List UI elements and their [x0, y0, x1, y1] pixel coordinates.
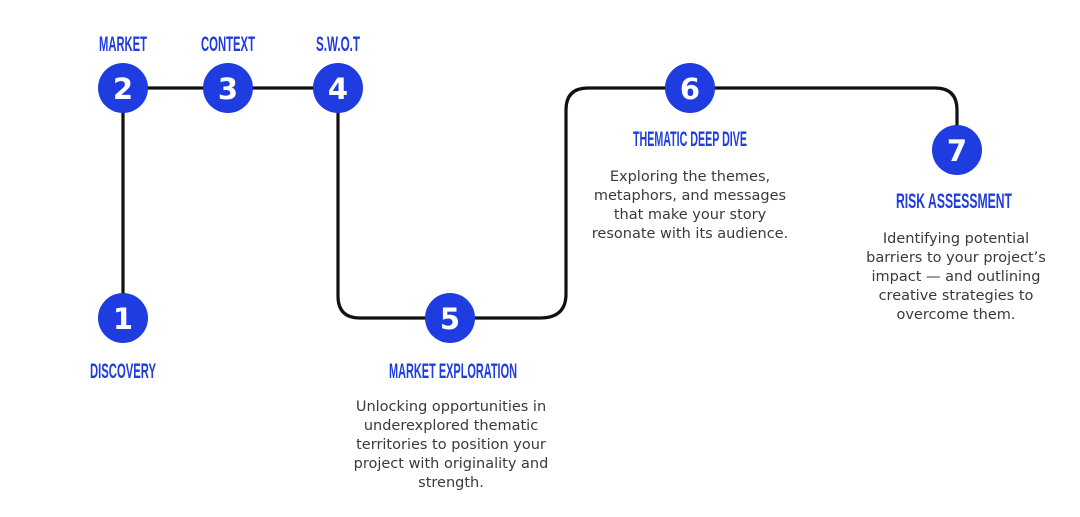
step-2-circle [98, 63, 148, 113]
step-5-description: Unlocking opportunities in underexplored… [353, 399, 549, 491]
step-4-circle [313, 63, 363, 113]
step-3-title: CONTEXT [201, 33, 255, 56]
step-7-title: RISK ASSESSMENT [896, 190, 1012, 213]
step-6-title: THEMATIC DEEP DIVE [633, 128, 747, 151]
step-1-number: 1 [113, 302, 133, 336]
step-6-circle [665, 63, 715, 113]
step-5-circle [425, 293, 475, 343]
step-4-title: S.W.O.T [316, 33, 360, 56]
step-7: 7 RISK ASSESSMENT [896, 125, 1012, 213]
step-2-number: 2 [113, 72, 133, 106]
step-1-circle [98, 293, 148, 343]
step-7-description: Identifying potential barriers to your p… [866, 231, 1046, 323]
step-5: 5 MARKET EXPLORATION [389, 293, 517, 383]
step-6: 6 THEMATIC DEEP DIVE [633, 63, 747, 151]
step-5-title: MARKET EXPLORATION [389, 360, 517, 383]
step-4-number: 4 [328, 72, 348, 106]
step-3: 3 CONTEXT [201, 33, 255, 113]
step-5-number: 5 [440, 302, 460, 336]
step-7-circle [932, 125, 982, 175]
step-2: 2 MARKET [98, 33, 148, 113]
step-7-number: 7 [947, 134, 967, 168]
step-1-title: DISCOVERY [90, 360, 156, 383]
connector-path [121, 86, 959, 320]
step-3-circle [203, 63, 253, 113]
step-6-description: Exploring the themes, metaphors, and mes… [591, 169, 789, 242]
step-4: 4 S.W.O.T [313, 33, 363, 113]
step-6-number: 6 [680, 72, 700, 106]
step-2-title: MARKET [99, 33, 147, 56]
step-3-number: 3 [218, 72, 238, 106]
step-1: 1 DISCOVERY [90, 293, 156, 383]
